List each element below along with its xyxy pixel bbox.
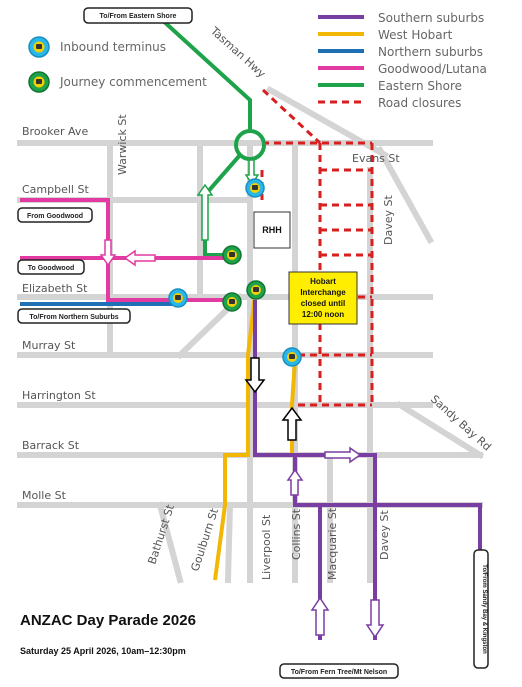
direction-arrows [244, 357, 303, 441]
journey-start-liverpool [246, 280, 266, 300]
street-warwick: Warwick St [116, 114, 129, 175]
street-murray: Murray St [22, 339, 76, 352]
label-eastern-shore: To/From Eastern Shore [100, 13, 177, 20]
street-evans: Evans St [352, 152, 400, 165]
legend-west-hobart-label: West Hobart [378, 28, 453, 42]
legend: Inbound terminus Journey commencement So… [28, 11, 487, 110]
street-campbell: Campbell St [22, 183, 89, 196]
inbound-terminus-collins [282, 347, 302, 367]
street-liverpool: Liverpool St [260, 514, 273, 580]
closure-notice-box [288, 271, 358, 325]
legend-eastern-label: Eastern Shore [378, 79, 462, 93]
street-barrack: Barrack St [22, 439, 80, 452]
label-fern-tree: To/From Fern Tree/Mt Nelson [291, 669, 387, 676]
closure-line3: closed until [301, 299, 345, 308]
street-davey-top: Davey St [382, 195, 395, 245]
closure-line2: Interchange [300, 288, 346, 297]
bus-stops [168, 178, 302, 367]
destination-labels: To/From Eastern Shore From Goodwood To G… [17, 7, 489, 679]
rhh-label: RHH [262, 225, 282, 235]
street-davey-bottom: Davey St [378, 510, 391, 560]
inbound-terminus-eastern [245, 178, 265, 198]
street-brooker: Brooker Ave [22, 125, 88, 138]
label-from-goodwood: From Goodwood [27, 213, 83, 220]
legend-closures-label: Road closures [378, 96, 461, 110]
label-to-goodwood: To Goodwood [28, 265, 75, 272]
legend-inbound-icon [28, 36, 50, 58]
arrow-up-collins [281, 406, 303, 441]
legend-journey-label: Journey commencement [59, 75, 207, 89]
street-elizabeth: Elizabeth St [22, 282, 88, 295]
street-macquarie: Macquarie St [326, 507, 339, 580]
rhh-box [253, 211, 291, 249]
closure-line4: 12:00 noon [302, 310, 344, 319]
inbound-terminus-northern [168, 288, 188, 308]
street-molle: Molle St [22, 489, 67, 502]
journey-start-eastern [222, 245, 242, 265]
label-northern-suburbs: To/From Northern Suburbs [29, 314, 118, 321]
closure-line1: Hobart [310, 277, 336, 286]
legend-inbound-label: Inbound terminus [60, 40, 166, 54]
legend-journey-icon [28, 71, 50, 93]
page-subtitle: Saturday 25 April 2026, 10am–12:30pm [20, 646, 186, 656]
legend-northern-label: Northern suburbs [378, 45, 483, 59]
street-harrington: Harrington St [22, 389, 96, 402]
label-sandy-bay-kingston: To/From Sandy Bay & Kingston [481, 564, 487, 654]
street-tasman: Tasman Hwy [207, 24, 268, 81]
legend-southern-label: Southern suburbs [378, 11, 484, 25]
page-title: ANZAC Day Parade 2026 [20, 612, 196, 629]
journey-start-goodwood [222, 292, 242, 312]
legend-goodwood-label: Goodwood/Lutana [378, 62, 487, 76]
street-collins: Collins St [290, 508, 303, 560]
arrow-down-liverpool [244, 357, 266, 394]
route-arrows [99, 159, 385, 639]
